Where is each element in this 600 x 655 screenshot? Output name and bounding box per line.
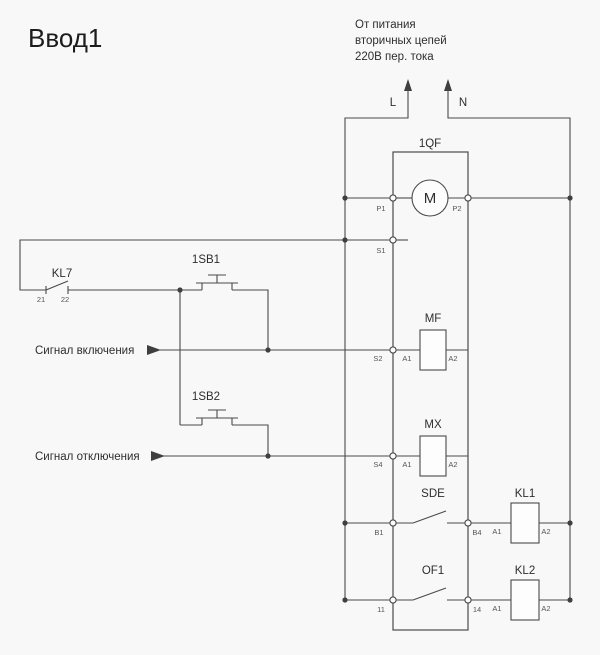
- mf-coil-label: MF: [425, 313, 442, 325]
- supply-caption-line1: От питания: [355, 19, 416, 31]
- kl1-a2-label: A2: [541, 527, 550, 536]
- terminal-11: [389, 596, 397, 604]
- terminal-b4-label: B4: [472, 528, 481, 537]
- motor-symbol: M: [411, 179, 449, 217]
- mf-coil: MF A1 A2: [402, 313, 458, 371]
- supply-caption-line2: вторичных цепей: [355, 35, 447, 47]
- terminal-p1-label: P1: [376, 204, 385, 213]
- breaker-outline: [392, 151, 469, 631]
- kl2-a1-label: A1: [492, 604, 501, 613]
- of1-contact: OF1: [396, 565, 465, 601]
- mx-coil-label: MX: [424, 419, 442, 431]
- terminal-11-label: 11: [377, 605, 385, 614]
- wiring: [19, 89, 571, 601]
- junction-dots: [177, 195, 573, 603]
- signal-on-label: Сигнал включения: [35, 345, 134, 357]
- kl7-terminal-22-label: 22: [61, 295, 69, 304]
- neutral-arrow-icon: [444, 79, 452, 91]
- terminal-s1-label: S1: [376, 246, 385, 255]
- kl2-a2-label: A2: [541, 604, 550, 613]
- mf-a1-label: A1: [402, 354, 411, 363]
- kl7-contact: KL7 21 22: [37, 268, 72, 304]
- terminal-14-label: 14: [473, 605, 481, 614]
- terminal-b1-label: B1: [374, 528, 383, 537]
- kl7-terminal-21-label: 21: [37, 295, 45, 304]
- terminal-b1: [389, 519, 397, 527]
- of1-label: OF1: [422, 565, 444, 577]
- kl7-label: KL7: [52, 268, 72, 280]
- terminal-labels: P1 P2 S1 S2 S4 B1 B4 11 14: [373, 204, 481, 614]
- kl1-relay: KL1 A1 A2: [492, 488, 551, 544]
- mx-coil: MX A1 A2: [402, 419, 458, 477]
- sb2-label: 1SB2: [192, 391, 220, 403]
- sb1-label: 1SB1: [192, 254, 220, 266]
- terminal-p1: [389, 194, 397, 202]
- terminal-b4: [464, 519, 472, 527]
- kl1-coil: [510, 502, 540, 544]
- neutral-label: N: [459, 97, 467, 109]
- terminal-s1: [389, 236, 397, 244]
- phase-label: L: [390, 97, 397, 109]
- kl2-label: KL2: [515, 565, 535, 577]
- mx-a2-label: A2: [448, 460, 457, 469]
- signal-off-arrow-icon: [151, 451, 165, 461]
- kl1-a1-label: A1: [492, 527, 501, 536]
- kl2-relay: KL2 A1 A2: [492, 565, 551, 621]
- terminal-s4: [389, 452, 397, 460]
- supply-caption: От питания вторичных цепей 220В пер. ток…: [355, 19, 447, 63]
- terminal-s4-label: S4: [373, 460, 382, 469]
- sde-contact: SDE: [396, 488, 465, 524]
- breaker-terminals: [389, 194, 472, 604]
- terminal-14: [464, 596, 472, 604]
- kl2-coil: [510, 579, 540, 621]
- sb2-button: 1SB2: [192, 391, 238, 425]
- breaker-label: 1QF: [419, 138, 441, 150]
- motor-label: M: [424, 190, 437, 207]
- phase-arrow-icon: [404, 79, 412, 91]
- kl1-label: KL1: [515, 488, 535, 500]
- signal-on-arrow-icon: [147, 345, 161, 355]
- terminal-s2: [389, 346, 397, 354]
- sde-label: SDE: [421, 488, 445, 500]
- terminal-p2: [464, 194, 472, 202]
- sb1-button: 1SB1: [192, 254, 238, 290]
- terminal-s2-label: S2: [373, 354, 382, 363]
- supply-caption-line3: 220В пер. тока: [355, 51, 434, 63]
- mx-a1-label: A1: [402, 460, 411, 469]
- page-title: Ввод1: [28, 23, 102, 53]
- signal-off-label: Сигнал отключения: [35, 451, 140, 463]
- breaker-block: 1QF M MF A1 A2 MX A1 A2: [392, 138, 469, 631]
- terminal-p2-label: P2: [452, 204, 461, 213]
- mf-a2-label: A2: [448, 354, 457, 363]
